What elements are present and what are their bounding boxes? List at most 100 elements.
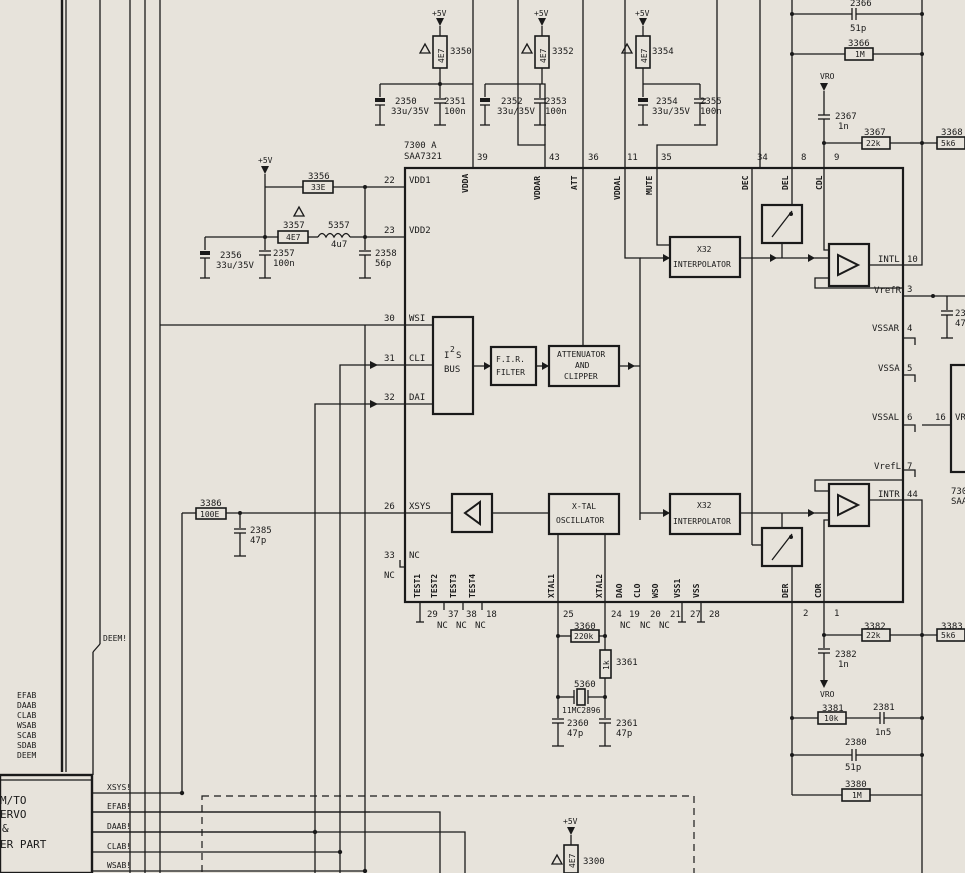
l5357-ref: 5357 xyxy=(328,221,350,231)
c2382-value: 1n xyxy=(838,660,849,670)
pin-name-cdl: CDL xyxy=(815,175,824,190)
crystal-circuit: 220k 3360 1k 3361 5360 11MC2896 2360 47p… xyxy=(552,602,638,747)
c2366-value: 51p xyxy=(850,24,866,34)
pin-34: 34 xyxy=(757,153,768,163)
bottom-pins: TEST1 TEST2 TEST3 TEST4 XTAL1 XTAL2 DAO … xyxy=(413,574,823,631)
r3380-ref: 3380 xyxy=(845,780,867,790)
c2355-ref: 2355 xyxy=(700,97,722,107)
c2356-value: 33u/35V xyxy=(216,261,255,271)
signal-clab: CLAB! xyxy=(107,842,131,851)
r3357-ref: 3357 xyxy=(283,221,305,231)
ic-type: SAA7321 xyxy=(404,152,442,162)
feedback-right: 2 1 VRO 2382 1n 22k 3382 5k6 3383 10k 33… xyxy=(790,602,965,802)
c2360-ref: 2360 xyxy=(567,719,589,729)
ic2-type: SAA xyxy=(951,497,965,507)
pin-name-test1: TEST1 xyxy=(413,574,422,598)
c2361-value: 47p xyxy=(616,729,632,739)
pin-name-del: DEL xyxy=(781,175,790,190)
pin-name-vssar: VSSAR xyxy=(872,324,900,334)
pin-name-der: DER xyxy=(781,583,790,598)
pin-37: 37 xyxy=(448,610,459,620)
pin-20: 20 xyxy=(650,610,661,620)
r3300-value: 4E7 xyxy=(568,853,577,868)
r3367-ref: 3367 xyxy=(864,128,886,138)
ic-7300a: 7300 A SAA7321 xyxy=(403,141,905,604)
vro-label: VRO xyxy=(820,72,835,81)
r3386-value: 100E xyxy=(200,510,219,519)
i2s-label-b: S xyxy=(456,351,461,361)
bus-item: CLAB xyxy=(17,711,36,720)
r3300-ref: 3300 xyxy=(583,857,605,867)
pin-name-att: ATT xyxy=(570,175,579,190)
signal-wsab: WSAB! xyxy=(107,861,131,870)
opamp-right: INTR VrefL xyxy=(814,462,903,602)
switch-right xyxy=(740,509,815,602)
xtal-label-1: X-TAL xyxy=(572,502,596,511)
ic-7301-partial xyxy=(949,363,965,474)
pin-3: 3 xyxy=(907,285,912,295)
r3354-value: 4E7 xyxy=(640,48,649,63)
pin-name-nc: NC xyxy=(409,551,420,561)
i2s-label-bus: BUS xyxy=(444,365,460,375)
signal-efab: EFAB! xyxy=(107,802,131,811)
c2385-value: 47p xyxy=(250,536,266,546)
pin-24: 24 xyxy=(611,610,622,620)
pin-name-wso: WSO xyxy=(651,583,660,598)
vss-pins: VSSAR VSSA VSSAL 10 3 4 5 6 7 44 16 VR 7… xyxy=(872,0,965,873)
pin-name-test2: TEST2 xyxy=(430,574,439,598)
pin-name-cli: CLI xyxy=(409,354,425,364)
pin-18: 18 xyxy=(486,610,497,620)
ic2-ref: 730 xyxy=(951,487,965,497)
att-label-1: ATTENUATOR xyxy=(557,350,605,359)
interpolator-left: X32 INTERPOLATOR xyxy=(640,235,742,279)
c2367-value: 1n xyxy=(838,122,849,132)
c2353-ref: 2353 xyxy=(545,97,567,107)
pin-name-mute: MUTE xyxy=(645,176,654,195)
r3356-value: 33E xyxy=(311,183,326,192)
supply-filter-3354: +5V 4E7 3354 2354 33u/35V 2355 100n xyxy=(620,9,722,126)
pin-name-dec: DEC xyxy=(741,175,750,190)
supply-3300: +5V 4E7 3300 xyxy=(550,817,605,873)
r3360-value: 220k xyxy=(574,632,593,641)
dashed-outline xyxy=(201,795,695,873)
pin-name-clo: CLO xyxy=(633,583,642,598)
top-supply: 39 43 36 11 35 34 8 9 VDDA VDDAR ATT VDD… xyxy=(461,0,839,200)
l5357-value: 4u7 xyxy=(331,240,347,250)
pin-name-vssa: VSSA xyxy=(878,364,900,374)
plus5v-label: +5V xyxy=(563,817,578,826)
servo-box-line: M/TO xyxy=(0,794,27,807)
pin-32: 32 xyxy=(384,393,395,403)
r3356-ref: 3356 xyxy=(308,172,330,182)
r3382-ref: 3382 xyxy=(864,622,886,632)
fir-label-1: F.I.R. xyxy=(496,355,525,364)
r3381-value: 10k xyxy=(824,714,839,723)
att-label-3: CLIPPER xyxy=(564,372,598,381)
c2367-ref: 2367 xyxy=(835,112,857,122)
c2358-ref: 2358 xyxy=(375,249,397,259)
c2357-ref: 2357 xyxy=(273,249,295,259)
pin-name-vddal: VDDAL xyxy=(613,176,622,200)
c2352-value: 33u/35V xyxy=(497,107,536,117)
ic-ref: 7300 A xyxy=(404,141,437,151)
pin-31: 31 xyxy=(384,354,395,364)
opamp-left: INTL VrefR xyxy=(814,168,903,296)
servo-box-line: & xyxy=(2,822,9,835)
pin-name-intr: INTR xyxy=(878,490,900,500)
pin-38: 38 xyxy=(466,610,477,620)
c2381-value: 1n5 xyxy=(875,728,891,738)
bus-item: SCAB xyxy=(17,731,36,740)
x5360-value: 11MC2896 xyxy=(562,706,601,715)
c2354-value: 33u/35V xyxy=(652,107,691,117)
pin-9: 9 xyxy=(834,153,839,163)
bus-item: WSAB xyxy=(17,721,36,730)
pin-name-vss: VSS xyxy=(692,583,701,598)
feedback-left: 2366 51p 1M 3366 VRO 2367 1n 22k 3367 5k… xyxy=(790,0,965,168)
r3381-ref: 3381 xyxy=(822,704,844,714)
plus5v-label: +5V xyxy=(258,156,273,165)
c2358-value: 56p xyxy=(375,259,391,269)
pin-2: 2 xyxy=(803,609,808,619)
c2385-ref: 2385 xyxy=(250,526,272,536)
pin-21: 21 xyxy=(670,610,681,620)
